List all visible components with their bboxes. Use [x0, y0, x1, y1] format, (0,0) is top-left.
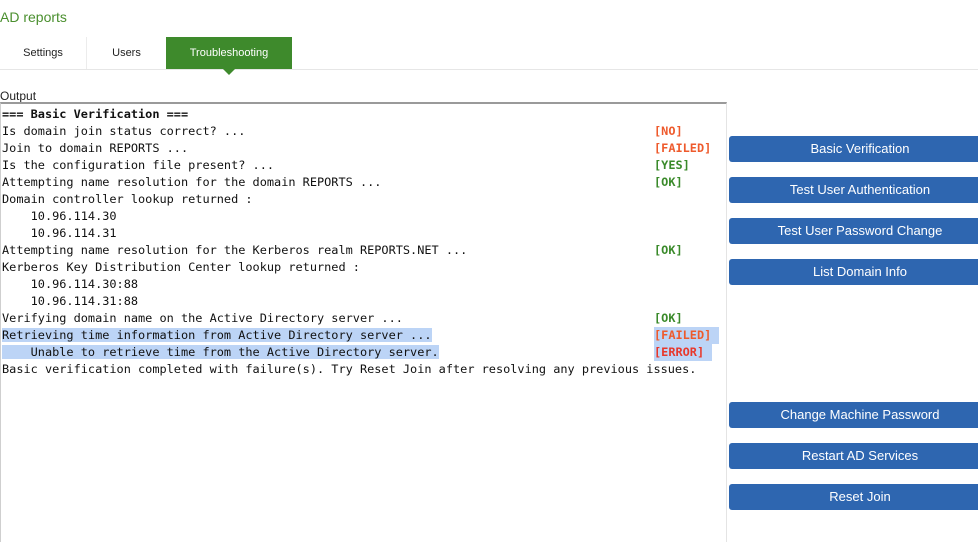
output-line: Verifying domain name on the Active Dire… — [2, 310, 403, 327]
tab-troubleshooting[interactable]: Troubleshooting — [166, 37, 292, 75]
output-line-text: 10.96.114.31:88 — [2, 294, 139, 308]
output-line: === Basic Verification === — [2, 106, 188, 123]
status-badge: [OK] — [654, 175, 683, 189]
output-line-text: Unable to retrieve time from the Active … — [2, 345, 439, 359]
output-line-text: Kerberos Key Distribution Center lookup … — [2, 260, 360, 274]
output-line-text: Retrieving time information from Active … — [2, 328, 432, 342]
status-badge: [FAILED] — [654, 141, 712, 155]
output-line: Kerberos Key Distribution Center lookup … — [2, 259, 360, 276]
output-line-text: Join to domain REPORTS ... — [2, 141, 189, 155]
tab-users[interactable]: Users — [112, 47, 141, 59]
button-label: Test User Authentication — [789, 182, 931, 197]
output-line-text: 10.96.114.30:88 — [2, 277, 139, 291]
output-line-text: 10.96.114.30 — [2, 209, 117, 223]
output-line-text: Is domain join status correct? ... — [2, 124, 246, 138]
status-badge: [NO] — [654, 124, 683, 138]
button-label: Change Machine Password — [780, 407, 940, 422]
button-label: Reset Join — [829, 489, 891, 504]
change-machine-password-button[interactable]: Change Machine Password — [729, 402, 978, 428]
button-label: List Domain Info — [813, 264, 907, 279]
output-line: Is domain join status correct? ... — [2, 123, 245, 140]
output-line-selected: Unable to retrieve time from the Active … — [2, 344, 439, 361]
output-line: 10.96.114.31:88 — [2, 293, 138, 310]
output-line-text: Attempting name resolution for the domai… — [2, 175, 382, 189]
reset-join-button[interactable]: Reset Join — [729, 484, 978, 510]
output-line: Join to domain REPORTS ... — [2, 140, 188, 157]
test-user-password-change-button[interactable]: Test User Password Change — [729, 218, 978, 244]
status-badge: [OK] — [654, 311, 683, 325]
output-line-text: Attempting name resolution for the Kerbe… — [2, 243, 468, 257]
restart-ad-services-button[interactable]: Restart AD Services — [729, 443, 978, 469]
output-line-text: Is the configuration file present? ... — [2, 158, 275, 172]
output-line-text: Basic verification completed with failur… — [2, 362, 697, 376]
tab-bar: Settings Users Troubleshooting — [0, 37, 978, 75]
button-label: Test User Password Change — [777, 223, 943, 238]
output-line-text: Domain controller lookup returned : — [2, 192, 253, 206]
output-line-text: Verifying domain name on the Active Dire… — [2, 311, 403, 325]
button-label: Restart AD Services — [801, 448, 919, 463]
output-line: Attempting name resolution for the Kerbe… — [2, 242, 467, 259]
output-line: Is the configuration file present? ... — [2, 157, 274, 174]
test-user-authentication-button[interactable]: Test User Authentication — [729, 177, 978, 203]
status-badge: [OK] — [654, 243, 683, 257]
output-line-text: 10.96.114.31 — [2, 226, 117, 240]
list-domain-info-button[interactable]: List Domain Info — [729, 259, 978, 285]
output-textarea[interactable]: === Basic Verification === Is domain joi… — [0, 102, 727, 542]
output-line-text: === Basic Verification === — [2, 107, 189, 121]
status-badge: [FAILED] — [654, 327, 720, 344]
output-line-selected: Retrieving time information from Active … — [2, 327, 432, 344]
button-label: Basic Verification — [810, 141, 910, 156]
status-badge: [ERROR] — [654, 344, 713, 361]
basic-verification-button[interactable]: Basic Verification — [729, 136, 978, 162]
output-line: Basic verification completed with failur… — [2, 361, 696, 378]
output-line: 10.96.114.31 — [2, 225, 117, 242]
output-line: 10.96.114.30 — [2, 208, 117, 225]
output-label: Output — [0, 89, 37, 103]
app-title: AD reports — [0, 9, 67, 25]
output-line: Attempting name resolution for the domai… — [2, 174, 381, 191]
tab-settings[interactable]: Settings — [0, 37, 87, 69]
status-badge: [YES] — [654, 158, 690, 172]
output-line: 10.96.114.30:88 — [2, 276, 138, 293]
output-line: Domain controller lookup returned : — [2, 191, 253, 208]
